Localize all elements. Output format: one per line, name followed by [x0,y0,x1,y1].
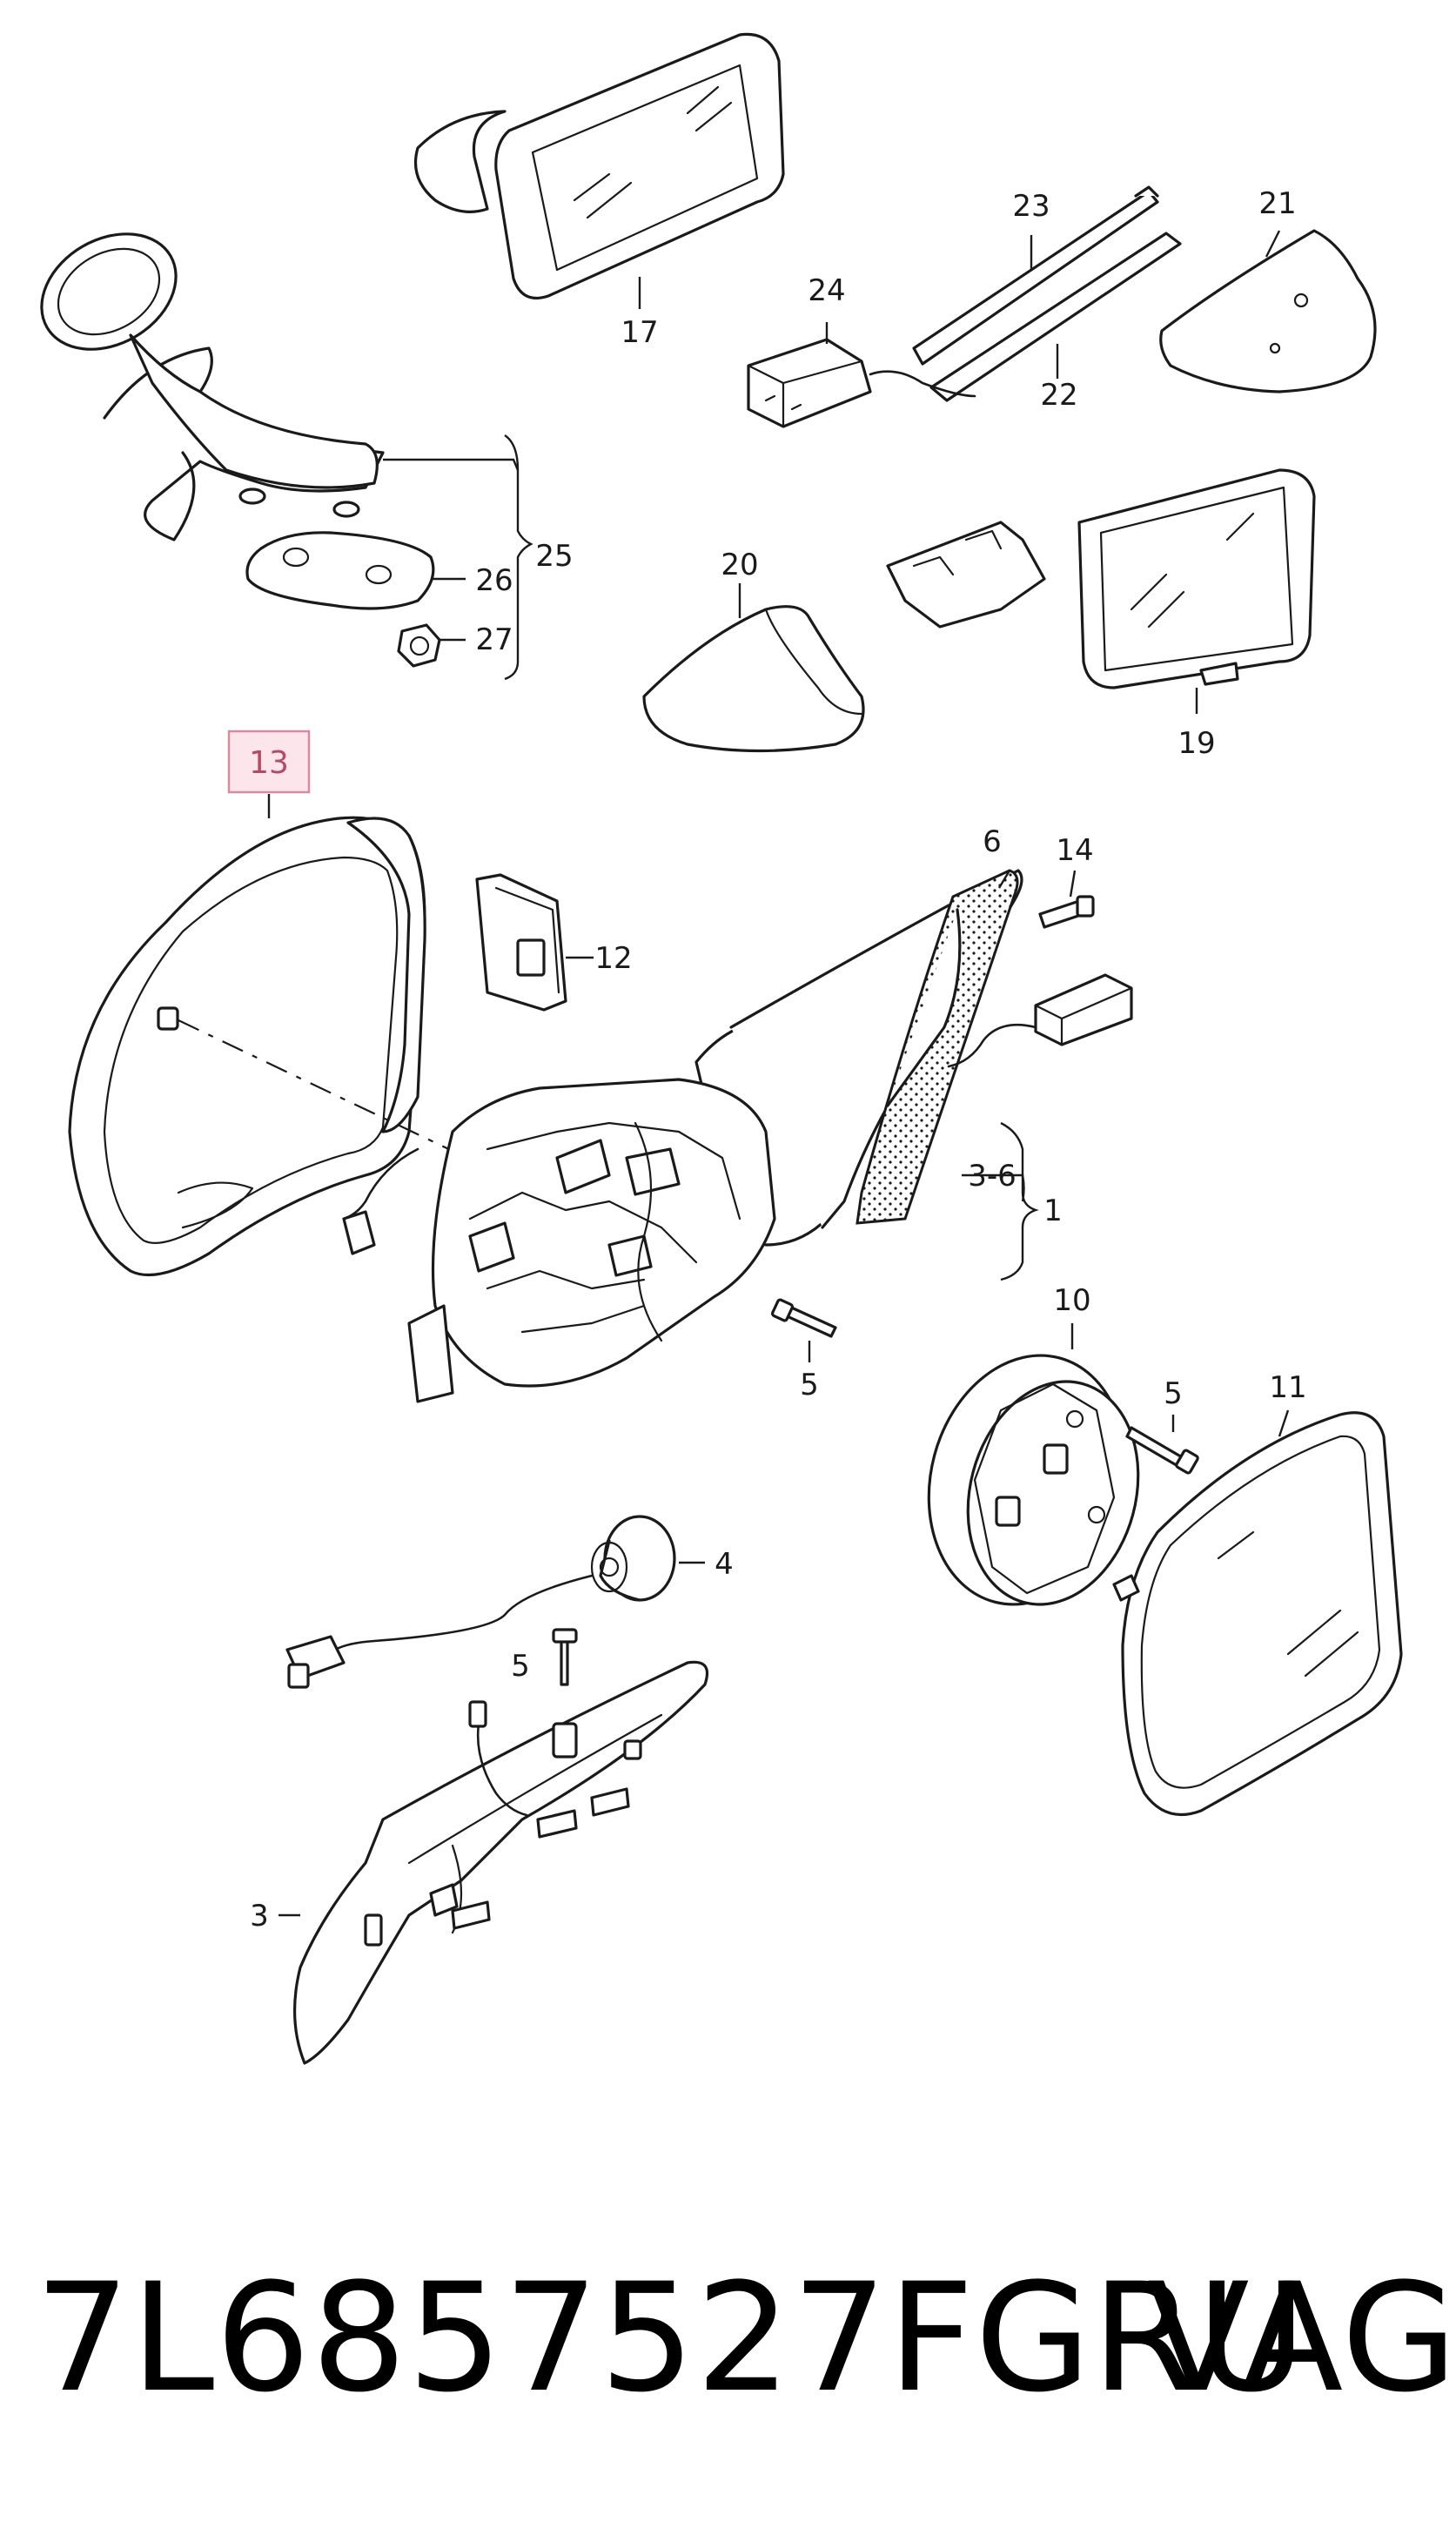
part-3-connector [468,1700,487,1728]
part-11-mirror-glass [1112,1411,1403,1817]
part-14-bolt [1038,895,1095,929]
part-13-mirror-frame [68,816,426,1277]
part-10-adjustment-unit [927,1354,1140,1606]
callout-27: 27 [475,622,513,657]
callout-21: 21 [1258,186,1296,221]
part-24-switch-unit [747,338,872,428]
part-27-nut [397,623,441,668]
part-23-trim-strip [912,185,1159,366]
part-4-lamp-unit [590,1515,676,1602]
callout-12: 12 [594,941,632,976]
callout-5a: 5 [800,1368,819,1402]
callout-19: 19 [1178,726,1215,761]
callout-23: 23 [1012,189,1050,224]
callout-13-label: 13 [249,745,289,781]
callout-25: 25 [535,539,573,574]
callout-11: 11 [1269,1370,1306,1405]
part-5-screw-b [1125,1426,1199,1475]
part-number-text: 7L6857527FGRU [35,2250,1307,2425]
part-17-mirror-glass [413,32,785,300]
callout-14: 14 [1056,833,1093,868]
callout-3-6: 3-6 [968,1159,1017,1194]
callout-17: 17 [621,315,658,350]
part-5-screw-c [552,1628,578,1759]
callout-13-highlight[interactable]: 13 [227,730,311,794]
brand-text: VAG [1147,2250,1456,2425]
callout-4: 4 [715,1547,734,1582]
callout-5b: 5 [1164,1376,1183,1411]
callout-1: 1 [1043,1194,1063,1228]
callout-labels: 17 23 21 24 22 25 26 27 20 19 6 14 12 3-… [250,186,1306,1933]
part-12-switch [475,873,567,1012]
adjustment-motor-assembly [407,1078,776,1403]
part-3-lower-cover [292,1660,709,2065]
part-4-connector [285,1635,346,1689]
callout-26: 26 [475,563,513,598]
part-26-gasket [245,531,435,610]
callout-10: 10 [1053,1283,1090,1318]
part-22-strip [929,232,1182,402]
part-19-mirror-head [886,468,1316,689]
part-21-cover-cap [1159,229,1377,393]
callout-24: 24 [808,273,845,308]
small-connector [342,1210,376,1255]
arm-mirror-assembly [40,232,385,541]
part-5-screw-a [771,1298,837,1338]
part-1-connector [1034,973,1133,1046]
callout-5c: 5 [511,1649,530,1684]
callout-6: 6 [983,824,1002,859]
callout-20: 20 [721,548,758,582]
part-20-triangle-cover [642,605,865,753]
callout-3: 3 [250,1899,269,1933]
callout-22: 22 [1040,378,1077,413]
